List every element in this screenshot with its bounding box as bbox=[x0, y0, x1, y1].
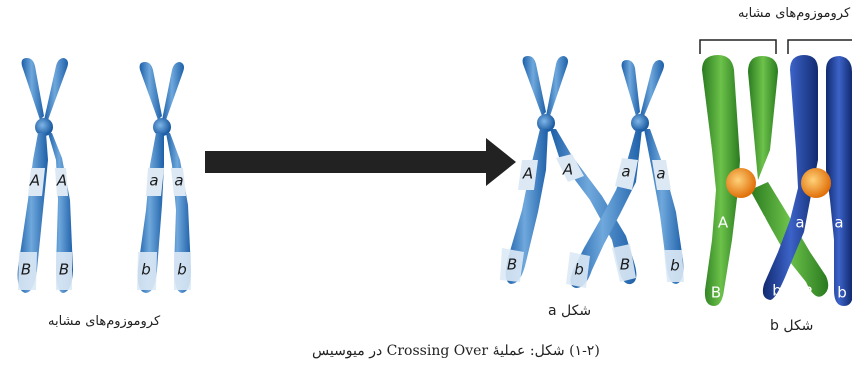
gene-label: b bbox=[670, 257, 680, 275]
gene-label: a bbox=[174, 172, 183, 190]
shape-a-label: شکل a bbox=[548, 303, 591, 319]
gene-label: B bbox=[507, 256, 517, 274]
gene-label: B bbox=[620, 256, 630, 274]
gene-label: a bbox=[795, 214, 804, 232]
gene-label: A bbox=[29, 172, 40, 190]
gene-label: A bbox=[522, 165, 533, 183]
gene-label: b bbox=[574, 261, 584, 279]
gene-label: B bbox=[711, 284, 721, 302]
gene-label: B bbox=[803, 284, 813, 302]
gene-label: B bbox=[59, 261, 69, 279]
gene-label: b bbox=[177, 261, 187, 279]
gene-label: A bbox=[562, 161, 573, 179]
chromosome-left-ab: a a b b bbox=[137, 62, 191, 293]
gene-label: A bbox=[718, 214, 729, 232]
gene-label: B bbox=[21, 261, 31, 279]
homologous-label-top: کروموزوم‌های مشابه bbox=[738, 6, 850, 21]
gene-label: b bbox=[772, 282, 782, 300]
centromere-icon bbox=[801, 168, 831, 198]
homologous-label-left: کروموزوم‌های مشابه bbox=[48, 314, 160, 329]
gene-label: a bbox=[656, 165, 665, 183]
figure-caption: (۱-۲) شکل: عملیهٔ Crossing Over در میوسی… bbox=[312, 343, 600, 359]
gene-label: b bbox=[837, 284, 847, 302]
shape-b-label: شکل b bbox=[770, 318, 813, 334]
gene-label: a bbox=[834, 214, 843, 232]
centromere-icon bbox=[726, 168, 756, 198]
gene-label: a bbox=[149, 172, 158, 190]
chromosome-left-AB: A A B B bbox=[18, 58, 73, 293]
gene-label: a bbox=[621, 163, 630, 181]
homologous-bracket bbox=[700, 40, 852, 54]
gene-label: A bbox=[759, 214, 770, 232]
gene-label: A bbox=[56, 172, 67, 190]
crossing-chromatids: A B a b A B a b bbox=[500, 56, 684, 288]
gene-label: b bbox=[141, 261, 151, 279]
right-arrow-icon bbox=[205, 138, 516, 186]
